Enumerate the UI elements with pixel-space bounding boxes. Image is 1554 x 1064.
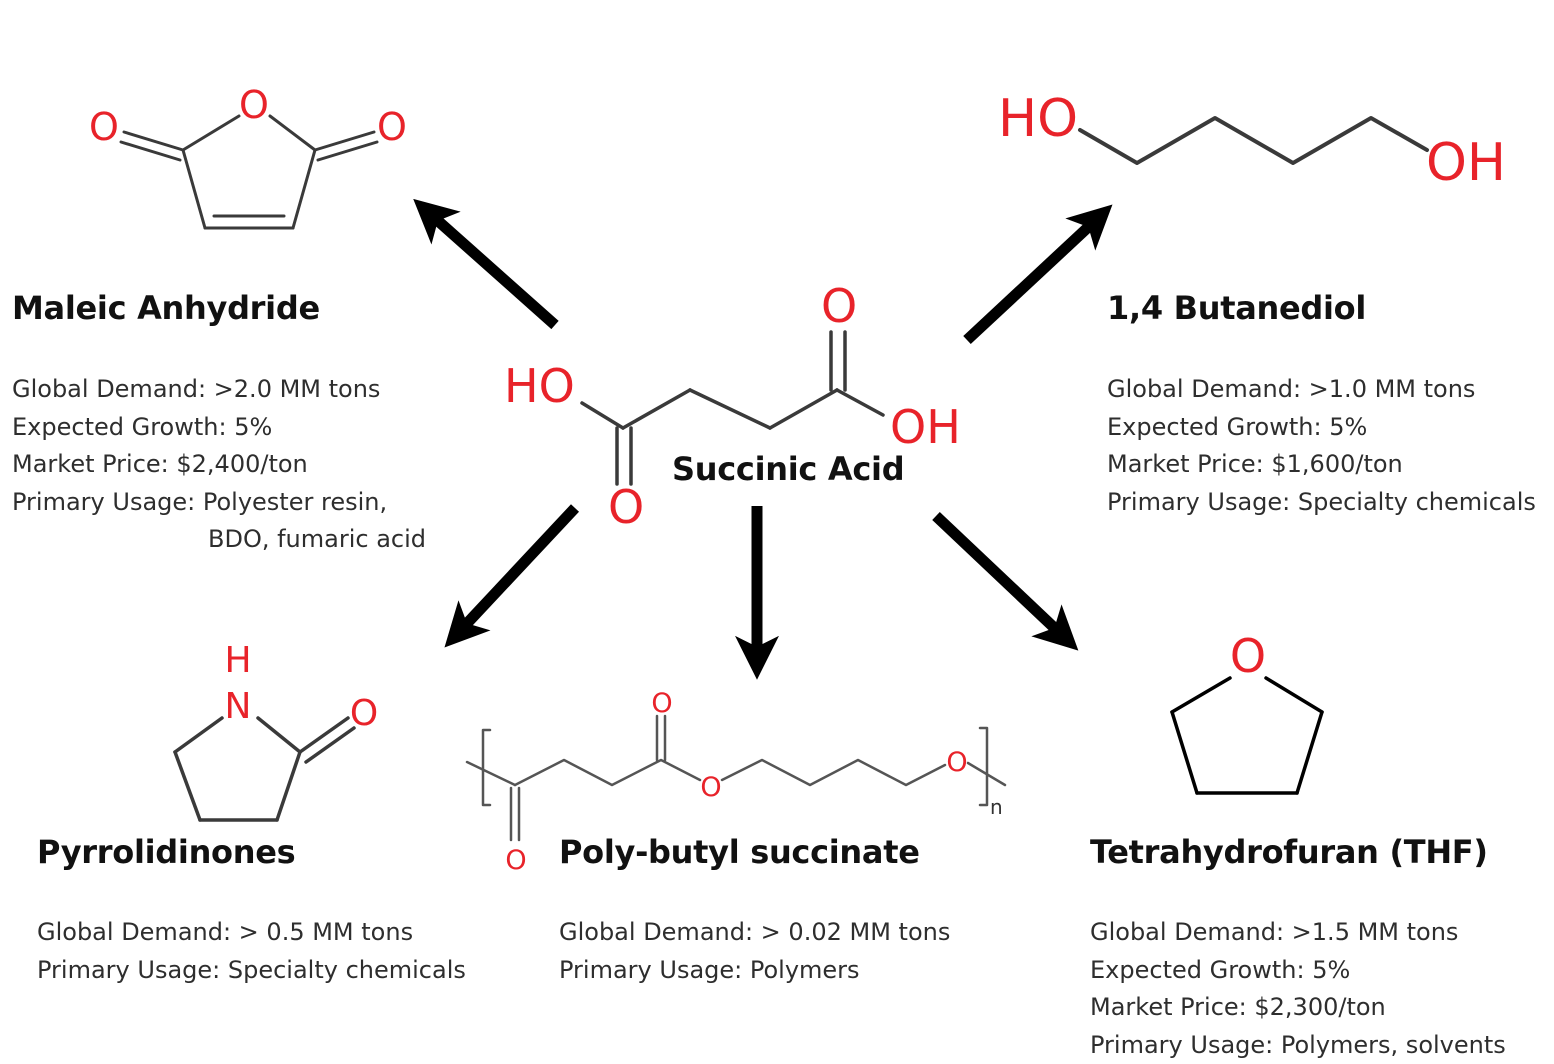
succinic-acid-structure: O HO OH O (504, 279, 961, 534)
butanediol-info: Global Demand: >1.0 MM tons Expected Gro… (1107, 371, 1536, 521)
maleic-primary-usage: Primary Usage: Polyester resin, (12, 484, 426, 522)
maleic-ring-oxygen: O (239, 83, 269, 127)
thf-primary-usage: Primary Usage: Polymers, solvents (1090, 1027, 1506, 1064)
maleic-market-price: Market Price: $2,400/ton (12, 446, 426, 484)
butanediol-primary-usage: Primary Usage: Specialty chemicals (1107, 484, 1536, 522)
succinic-acid-title: Succinic Acid (672, 450, 904, 488)
maleic-anhydride-title: Maleic Anhydride (12, 289, 320, 327)
thf-structure: O (1172, 629, 1322, 793)
butanediol-expected-growth: Expected Growth: 5% (1107, 409, 1536, 447)
pyrrolidinones-info: Global Demand: > 0.5 MM tons Primary Usa… (37, 914, 466, 989)
arrow-to-pyrrolidinones (458, 508, 575, 633)
succinic-left-hydroxyl: HO (504, 359, 575, 413)
poly-butyl-succinate-title: Poly-butyl succinate (559, 833, 920, 871)
maleic-global-demand: Global Demand: >2.0 MM tons (12, 371, 426, 409)
thf-market-price: Market Price: $2,300/ton (1090, 989, 1506, 1027)
thf-expected-growth: Expected Growth: 5% (1090, 952, 1506, 990)
pyrrolidinone-oxygen: O (350, 693, 378, 734)
thf-ring-oxygen: O (1230, 629, 1266, 683)
butanediol-market-price: Market Price: $1,600/ton (1107, 446, 1536, 484)
thf-info: Global Demand: >1.5 MM tons Expected Gro… (1090, 914, 1506, 1064)
maleic-right-oxygen: O (377, 105, 407, 149)
arrow-to-maleic-anhydride (428, 212, 555, 325)
pyrrolidinones-title: Pyrrolidinones (37, 833, 295, 871)
pbs-terminal-oxygen: O (946, 747, 967, 778)
pyrrolidinone-nitrogen: N (225, 686, 252, 727)
arrow-to-butanediol (967, 218, 1098, 340)
thf-global-demand: Global Demand: >1.5 MM tons (1090, 914, 1506, 952)
succinic-top-oxygen: O (821, 279, 857, 333)
arrow-to-thf (936, 516, 1064, 637)
pyrrolidinones-primary-usage: Primary Usage: Specialty chemicals (37, 952, 466, 990)
pbs-top-oxygen: O (651, 688, 672, 719)
pyrrolidinone-hydrogen: H (224, 640, 251, 681)
butanediol-left-hydroxyl: HO (998, 89, 1078, 149)
pbs-repeat-subscript: n (990, 795, 1003, 819)
pyrrolidinones-global-demand: Global Demand: > 0.5 MM tons (37, 914, 466, 952)
maleic-anhydride-structure: O O O (89, 83, 407, 228)
reaction-arrows (428, 212, 1098, 660)
pyrrolidinone-structure: H N O (175, 640, 378, 820)
maleic-left-oxygen: O (89, 105, 119, 149)
maleic-expected-growth: Expected Growth: 5% (12, 409, 426, 447)
pbs-primary-usage: Primary Usage: Polymers (559, 952, 950, 990)
poly-butyl-succinate-info: Global Demand: > 0.02 MM tons Primary Us… (559, 914, 950, 989)
butanediol-right-hydroxyl: OH (1426, 133, 1506, 193)
butanediol-structure: HO OH (998, 89, 1506, 193)
maleic-primary-usage-continued: BDO, fumaric acid (12, 521, 426, 559)
succinic-right-hydroxyl: OH (890, 400, 961, 454)
pbs-bottom-oxygen: O (505, 845, 526, 876)
maleic-anhydride-info: Global Demand: >2.0 MM tons Expected Gro… (12, 371, 426, 559)
butanediol-title: 1,4 Butanediol (1107, 289, 1366, 327)
pbs-global-demand: Global Demand: > 0.02 MM tons (559, 914, 950, 952)
succinic-bottom-oxygen: O (608, 480, 644, 534)
butanediol-global-demand: Global Demand: >1.0 MM tons (1107, 371, 1536, 409)
thf-title: Tetrahydrofuran (THF) (1090, 833, 1488, 871)
pbs-ester-oxygen: O (700, 772, 721, 803)
